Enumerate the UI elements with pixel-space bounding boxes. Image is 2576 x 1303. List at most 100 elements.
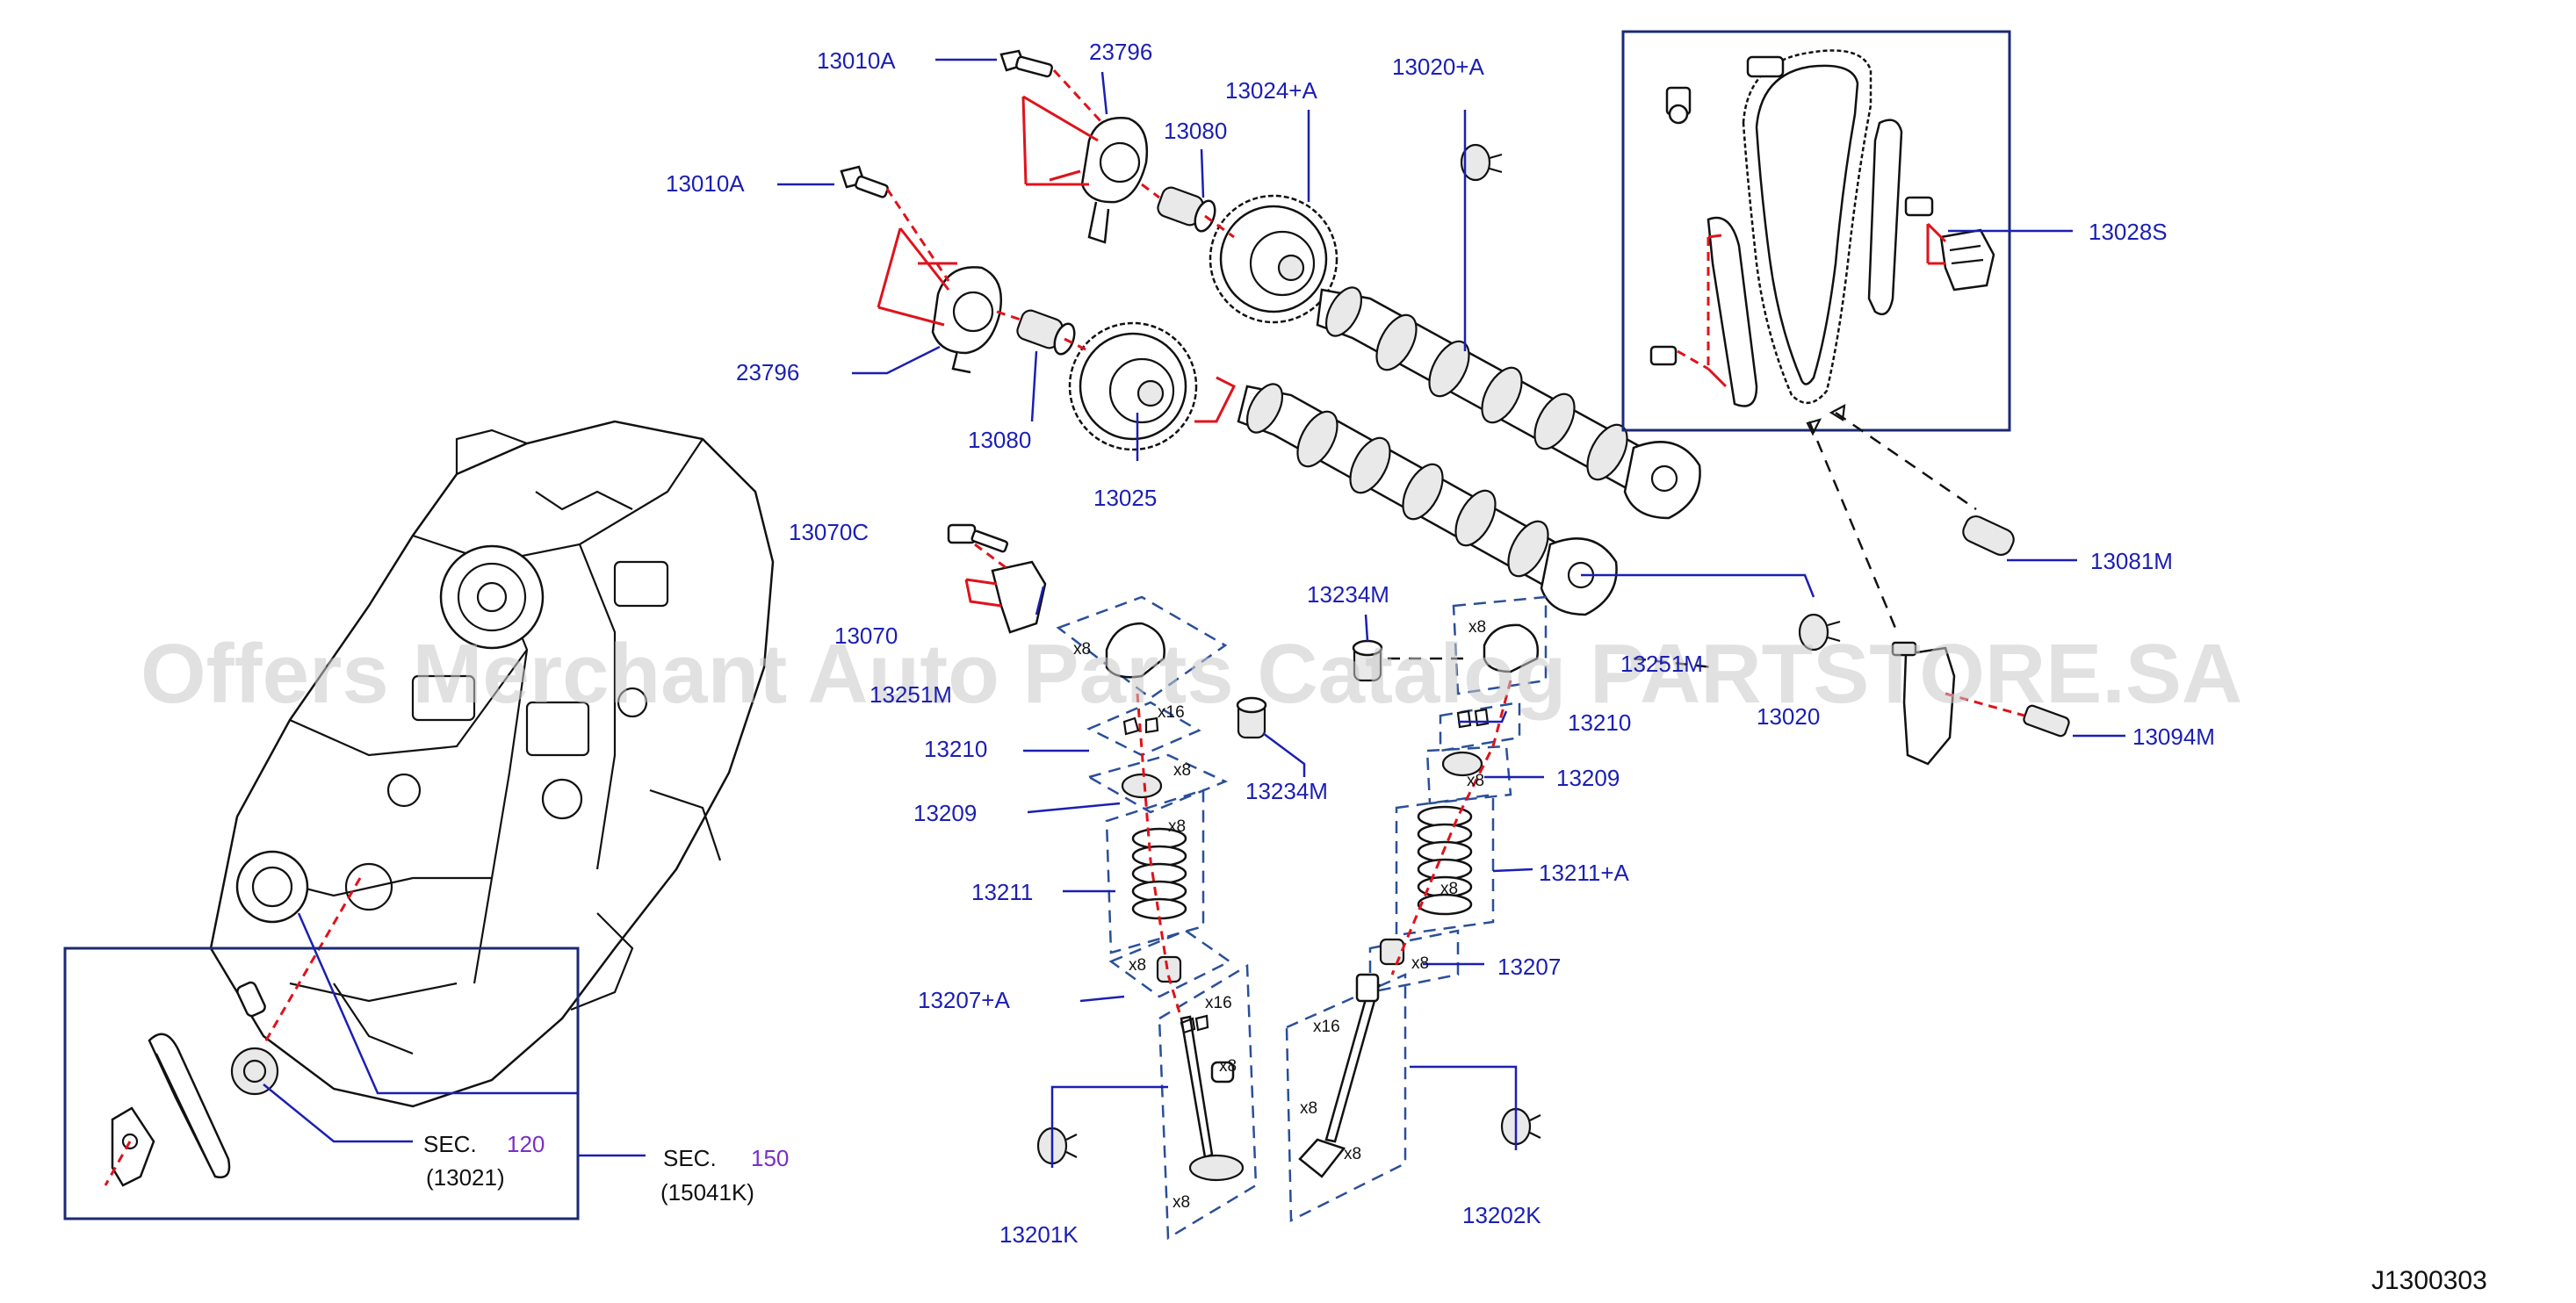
camshaft-upper [1316,286,1701,520]
label-13070[interactable]: 13070 [834,623,898,649]
multiplier: x16 [1313,1018,1340,1036]
label-13020A[interactable]: 13020+A [1392,54,1484,80]
sprocket-13024A [1209,194,1339,324]
spring-13211A [1417,805,1473,916]
part-labels: 13010A 13010A 23796 23796 13080 13080 13… [666,39,2215,1248]
dashed-group-13211-left [1105,788,1205,954]
spacer-13080-bottom [1016,309,1076,356]
spacer-13080-top [1157,186,1216,233]
label-13251M-left[interactable]: 13251M [869,681,952,708]
label-13010A-mid[interactable]: 13010A [666,170,745,197]
label-13210-left[interactable]: 13210 [924,736,987,762]
dashed-group-13207 [1368,929,1460,994]
label-13207A[interactable]: 13207+A [918,987,1010,1013]
valve-right [1298,973,1381,1178]
label-13210-right[interactable]: 13210 [1568,709,1631,736]
multiplier: x8 [1468,618,1486,637]
dashed-group-valve-left [1158,963,1258,1241]
sec-120-part: (13021) [426,1164,505,1191]
multiplier: x8 [1467,772,1484,790]
label-13080-top[interactable]: 13080 [1164,118,1227,144]
dashed-group-13210-left [1086,701,1201,757]
valve-seal-13201K [1036,1127,1078,1165]
diagram-reference-code: J1300303 [2371,1266,2487,1295]
spring-seat-13209-right [1441,751,1483,777]
multiplier: x8 [1129,956,1146,975]
spring-13211 [1131,827,1187,920]
label-13070C[interactable]: 13070C [789,519,869,545]
catalog-watermark: Offers Merchant Auto Parts Catalog PARTS… [141,627,2242,721]
valve-seal-13207 [1379,938,1405,966]
label-13028S[interactable]: 13028S [2089,219,2168,245]
multiplier: x8 [1173,1193,1190,1212]
label-13024A[interactable]: 13024+A [1225,77,1317,104]
valve-left [1180,1015,1245,1182]
sec-120-reference[interactable]: SEC. 120 (13021) [423,1131,545,1191]
label-13234M-top[interactable]: 13234M [1307,581,1389,608]
dashed-group-13251M-left [1056,595,1228,700]
tensioner-arm-13094M [1891,641,2070,766]
sec-120-number: 120 [507,1131,545,1157]
pin-13081M [1962,515,2015,557]
multiplier: x8 [1168,817,1186,836]
sec-150-reference[interactable]: SEC. 150 (15041K) [660,1145,789,1206]
multiplier: x8 [1219,1057,1237,1076]
chain-guide-right [1867,119,1903,316]
dashed-group-13251M-right [1452,595,1548,695]
label-13081M[interactable]: 13081M [2090,548,2173,574]
rocker-13251M-right [1483,623,1540,673]
sprocket-13025 [1068,321,1198,451]
dashed-group-13211A [1395,793,1495,937]
dashed-group-13209-left [1086,753,1229,814]
quantity-multipliers: x8 x16 x8 x8 x8 x16 x8 x8 x8 x8 x8 x8 x1… [1073,618,1486,1212]
label-13209-left[interactable]: 13209 [913,800,977,826]
multiplier: x8 [1411,954,1429,973]
leader-lines [777,58,2125,1168]
label-13080-bottom[interactable]: 13080 [968,427,1031,453]
adjuster-13234M-bottom [1236,696,1267,739]
label-13202K[interactable]: 13202K [1462,1202,1541,1228]
label-13025[interactable]: 13025 [1093,485,1157,511]
dashed-group-13207A [1108,929,1232,998]
solenoid-23796-bottom [931,266,1003,374]
rocker-13251M-left [1105,622,1165,679]
label-13020[interactable]: 13020 [1757,703,1820,730]
label-13094M[interactable]: 13094M [2132,723,2215,750]
engine-block-illustration [209,420,775,1108]
bracket-13070 [991,560,1047,634]
label-23796-top[interactable]: 23796 [1089,39,1152,65]
sec-120-prefix: SEC. [423,1131,477,1157]
label-13251M-right[interactable]: 13251M [1620,651,1703,677]
label-13207[interactable]: 13207 [1497,954,1561,980]
multiplier: x8 [1073,640,1091,659]
label-13234M-bottom[interactable]: 13234M [1245,778,1328,804]
multiplier: x8 [1300,1099,1317,1118]
label-13211[interactable]: 13211 [971,879,1033,905]
label-13010A-top[interactable]: 13010A [817,47,896,74]
clip-13020A [1460,143,1503,182]
bolt-13010A-top [999,49,1053,78]
sec-150-number: 150 [751,1145,789,1171]
multiplier: x8 [1440,880,1458,898]
bolt-13010A-mid [840,165,889,198]
dashed-group-13209-right [1425,745,1512,805]
timing-chain [1742,49,1872,404]
chain-tensioner-13028S [1939,228,1995,292]
sec-150-part: (15041K) [660,1179,754,1206]
sec-150-prefix: SEC. [663,1145,717,1171]
adjuster-13234M-top [1352,639,1383,682]
label-23796-bottom[interactable]: 23796 [736,359,799,385]
sec-callout-box [63,947,580,1220]
valve-seal-13202K [1500,1107,1541,1146]
lower-timing-chain-guide [111,981,279,1187]
keepers-left [1180,1014,1209,1034]
camshaft-lower [1237,383,1618,616]
label-13209-right[interactable]: 13209 [1556,765,1620,791]
chain-guide-left [1707,216,1758,407]
label-13211A[interactable]: 13211+A [1539,860,1630,886]
multiplier: x16 [1158,703,1185,722]
clip-13020 [1798,613,1841,652]
label-13201K[interactable]: 13201K [999,1221,1079,1248]
multiplier: x8 [1173,761,1191,780]
